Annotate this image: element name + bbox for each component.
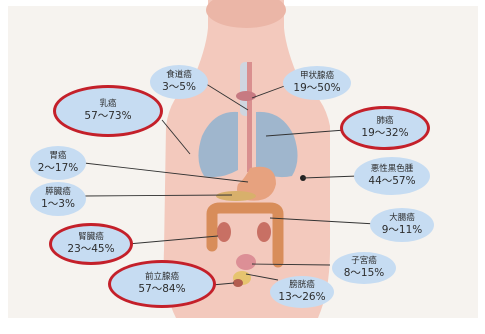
highlight-ring-breast [53,85,163,137]
label-name: 子宮癌 [351,257,377,267]
label-rate: 1～3% [41,198,75,210]
label-name: 膀胱癌 [289,281,315,291]
label-stomach: 胃癌 2～17% [30,146,86,180]
thyroid-gland [236,91,256,101]
uterus-organ [236,254,256,270]
label-thyroid: 甲状腺癌 19～50% [283,66,351,100]
label-bladder: 膀胱癌 13～26% [270,276,334,308]
label-esophagus: 食道癌 3～5% [150,65,208,99]
esophagus-tube [247,62,252,172]
label-melanoma: 悪性黒色腫 44～57% [354,157,430,195]
right-kidney [257,222,271,242]
label-rate: 19～50% [293,82,340,94]
label-name: 甲状腺癌 [300,72,334,82]
label-name: 大腸癌 [389,214,415,224]
label-rate: 13～26% [278,291,325,303]
left-kidney [217,222,231,242]
label-name: 食道癌 [166,71,192,81]
label-pancreas: 膵臓癌 1～3% [30,182,86,216]
label-name: 悪性黒色腫 [371,165,414,175]
label-colon: 大腸癌 9～11% [370,208,434,242]
highlight-ring-prostate [108,260,216,308]
label-uterus: 子宮癌 8～15% [332,252,396,284]
label-rate: 3～5% [162,81,196,93]
label-rate: 2～17% [38,162,79,174]
label-name: 胃癌 [49,152,66,162]
highlight-ring-lung [340,106,430,150]
label-name: 膵臓癌 [45,188,71,198]
label-rate: 8～15% [344,267,385,279]
pancreas-organ [216,191,256,201]
highlight-ring-kidney [49,223,133,265]
prostate-organ [233,279,243,287]
label-rate: 44～57% [368,175,415,187]
label-rate: 9～11% [382,224,423,236]
